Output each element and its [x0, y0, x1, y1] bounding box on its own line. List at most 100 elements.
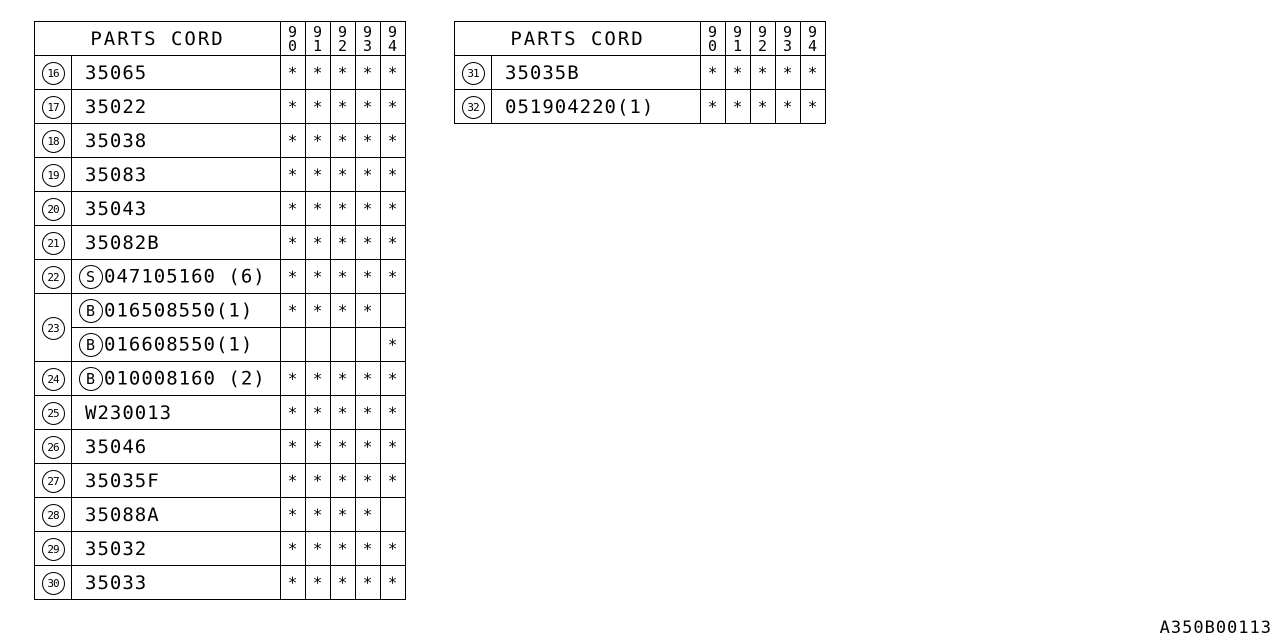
applicability-mark [355, 327, 382, 362]
part-code-cell: 35022 [70, 89, 282, 124]
applicability-mark: * [280, 293, 307, 328]
part-code: 051904220(1) [505, 95, 655, 118]
part-code-cell: 35082B [70, 225, 282, 260]
ref-number-cell: 19 [34, 157, 72, 192]
part-code: 35038 [85, 129, 148, 152]
applicability-mark: * [700, 89, 727, 124]
diagram-code: A350B00113 [1159, 618, 1272, 638]
circled-prefix-icon: B [79, 366, 103, 391]
applicability-mark: * [280, 225, 307, 260]
part-code: 35022 [85, 95, 148, 118]
year-digit: 0 [288, 36, 299, 55]
applicability-mark: * [700, 55, 727, 90]
ref-number: 24 [41, 368, 65, 391]
applicability-mark: * [280, 531, 307, 566]
applicability-mark: * [355, 463, 382, 498]
applicability-mark: * [280, 157, 307, 192]
part-code: 35083 [85, 163, 148, 186]
applicability-mark: * [355, 565, 382, 600]
year-digit: 4 [388, 36, 399, 55]
ref-number: 29 [41, 538, 65, 561]
applicability-mark: * [280, 361, 307, 396]
ref-number: 30 [41, 572, 65, 595]
applicability-mark [305, 327, 332, 362]
part-code-cell: 35043 [70, 191, 282, 226]
applicability-mark: * [355, 293, 382, 328]
circled-prefix-icon: B [79, 332, 103, 357]
ref-number: 27 [41, 470, 65, 493]
part-code: 010008160 (2) [104, 367, 266, 389]
year-digit: 1 [733, 36, 744, 55]
applicability-mark: * [330, 191, 357, 226]
ref-number-cell: 28 [34, 497, 72, 532]
applicability-mark: * [355, 497, 382, 532]
part-code: 016508550(1) [104, 299, 254, 321]
year-digit: 1 [313, 36, 324, 55]
part-code-cell: 051904220(1) [490, 89, 702, 124]
applicability-mark: * [280, 565, 307, 600]
applicability-mark: * [380, 191, 407, 226]
ref-number: 16 [41, 62, 65, 85]
applicability-mark: * [380, 123, 407, 158]
year-digit: 9 [288, 22, 299, 41]
ref-number-cell: 25 [34, 395, 72, 430]
year-digit: 9 [338, 22, 349, 41]
part-code: 35035F [85, 469, 160, 492]
ref-number: 26 [41, 436, 65, 459]
applicability-mark: * [330, 123, 357, 158]
applicability-mark: * [355, 55, 382, 90]
applicability-mark: * [330, 55, 357, 90]
applicability-mark: * [305, 565, 332, 600]
part-code: 016608550(1) [104, 333, 254, 355]
year-digit: 2 [338, 36, 349, 55]
applicability-mark: * [305, 293, 332, 328]
applicability-mark: * [775, 89, 802, 124]
part-code-cell: 35065 [70, 55, 282, 90]
applicability-mark: * [305, 259, 332, 294]
applicability-mark: * [330, 293, 357, 328]
parts-cord-header: PARTS CORD [453, 21, 702, 56]
part-code-cell: 35035B [490, 55, 702, 90]
applicability-mark: * [330, 157, 357, 192]
year-digit: 0 [708, 36, 719, 55]
part-code: 35088A [85, 503, 160, 526]
ref-number-cell: 20 [34, 191, 72, 226]
part-code: 35032 [85, 537, 148, 560]
ref-number: 32 [461, 96, 485, 119]
applicability-mark: * [305, 531, 332, 566]
applicability-mark: * [280, 463, 307, 498]
part-code-cell: 35083 [70, 157, 282, 192]
applicability-mark: * [355, 123, 382, 158]
year-digit: 9 [313, 22, 324, 41]
applicability-mark: * [355, 225, 382, 260]
applicability-mark: * [355, 361, 382, 396]
applicability-mark: * [305, 191, 332, 226]
part-code-cell: W230013 [70, 395, 282, 430]
applicability-mark: * [330, 565, 357, 600]
applicability-mark: * [330, 429, 357, 464]
year-digit: 4 [808, 36, 819, 55]
ref-number-cell: 16 [34, 55, 72, 90]
applicability-mark: * [355, 157, 382, 192]
applicability-mark: * [280, 429, 307, 464]
ref-number: 25 [41, 402, 65, 425]
applicability-mark: * [330, 89, 357, 124]
ref-number-cell: 29 [34, 531, 72, 566]
applicability-mark: * [355, 191, 382, 226]
applicability-mark: * [305, 123, 332, 158]
year-digit: 9 [783, 22, 794, 41]
part-code-cell: 35046 [70, 429, 282, 464]
